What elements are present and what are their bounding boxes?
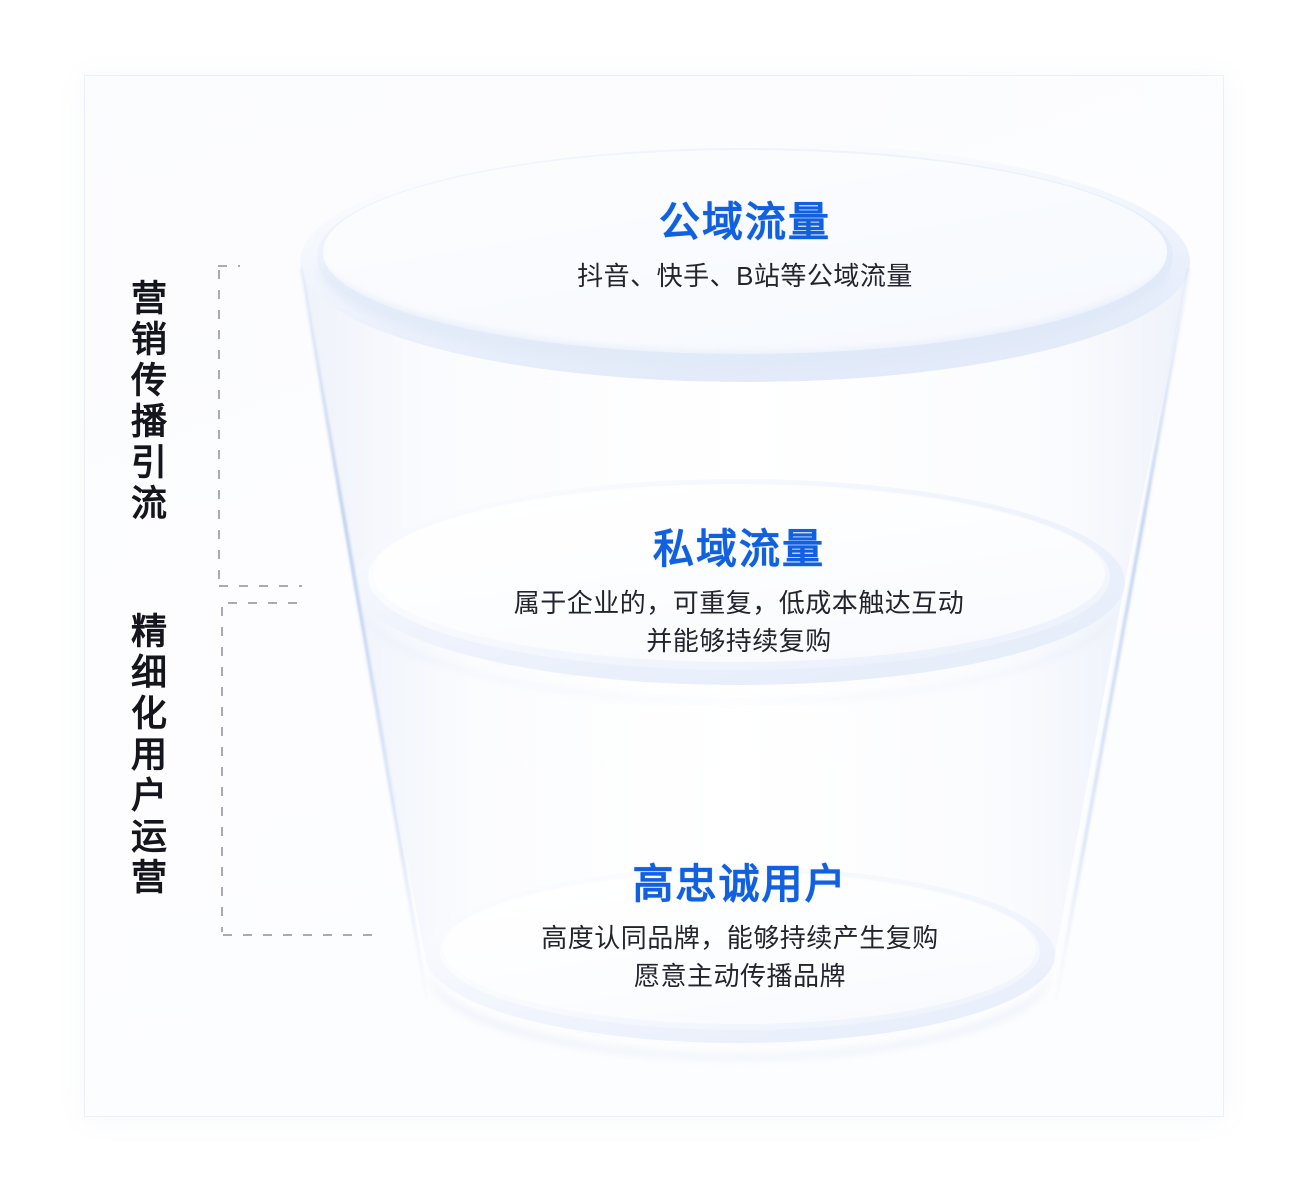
stage-description-public-domain-traffic: 抖音、快手、B站等公域流量 xyxy=(577,261,913,292)
funnel-stage-high-loyalty-users: 高忠诚用户 高度认同品牌，能够持续产生复购 愿意主动传播品牌 xyxy=(390,860,1090,996)
funnel-stage-public-domain-traffic: 公域流量 抖音、快手、B站等公域流量 xyxy=(395,198,1095,296)
phase-label-refined-user-operations: 精细化用户运营 xyxy=(126,612,167,899)
funnel-stage-private-domain-traffic: 私域流量 属于企业的，可重复，低成本触达互动 并能够持续复购 xyxy=(389,525,1089,661)
stage-title-high-loyalty-users: 高忠诚用户 xyxy=(632,861,848,907)
stage-title-public-domain-traffic: 公域流量 xyxy=(659,199,831,245)
stage-description-private-domain-traffic: 属于企业的，可重复，低成本触达互动 并能够持续复购 xyxy=(513,588,965,657)
phase-label-marketing-reach: 营销传播引流 xyxy=(126,279,167,525)
stage-description-high-loyalty-users: 高度认同品牌，能够持续产生复购 愿意主动传播品牌 xyxy=(541,923,939,992)
stage-title-private-domain-traffic: 私域流量 xyxy=(653,526,825,572)
